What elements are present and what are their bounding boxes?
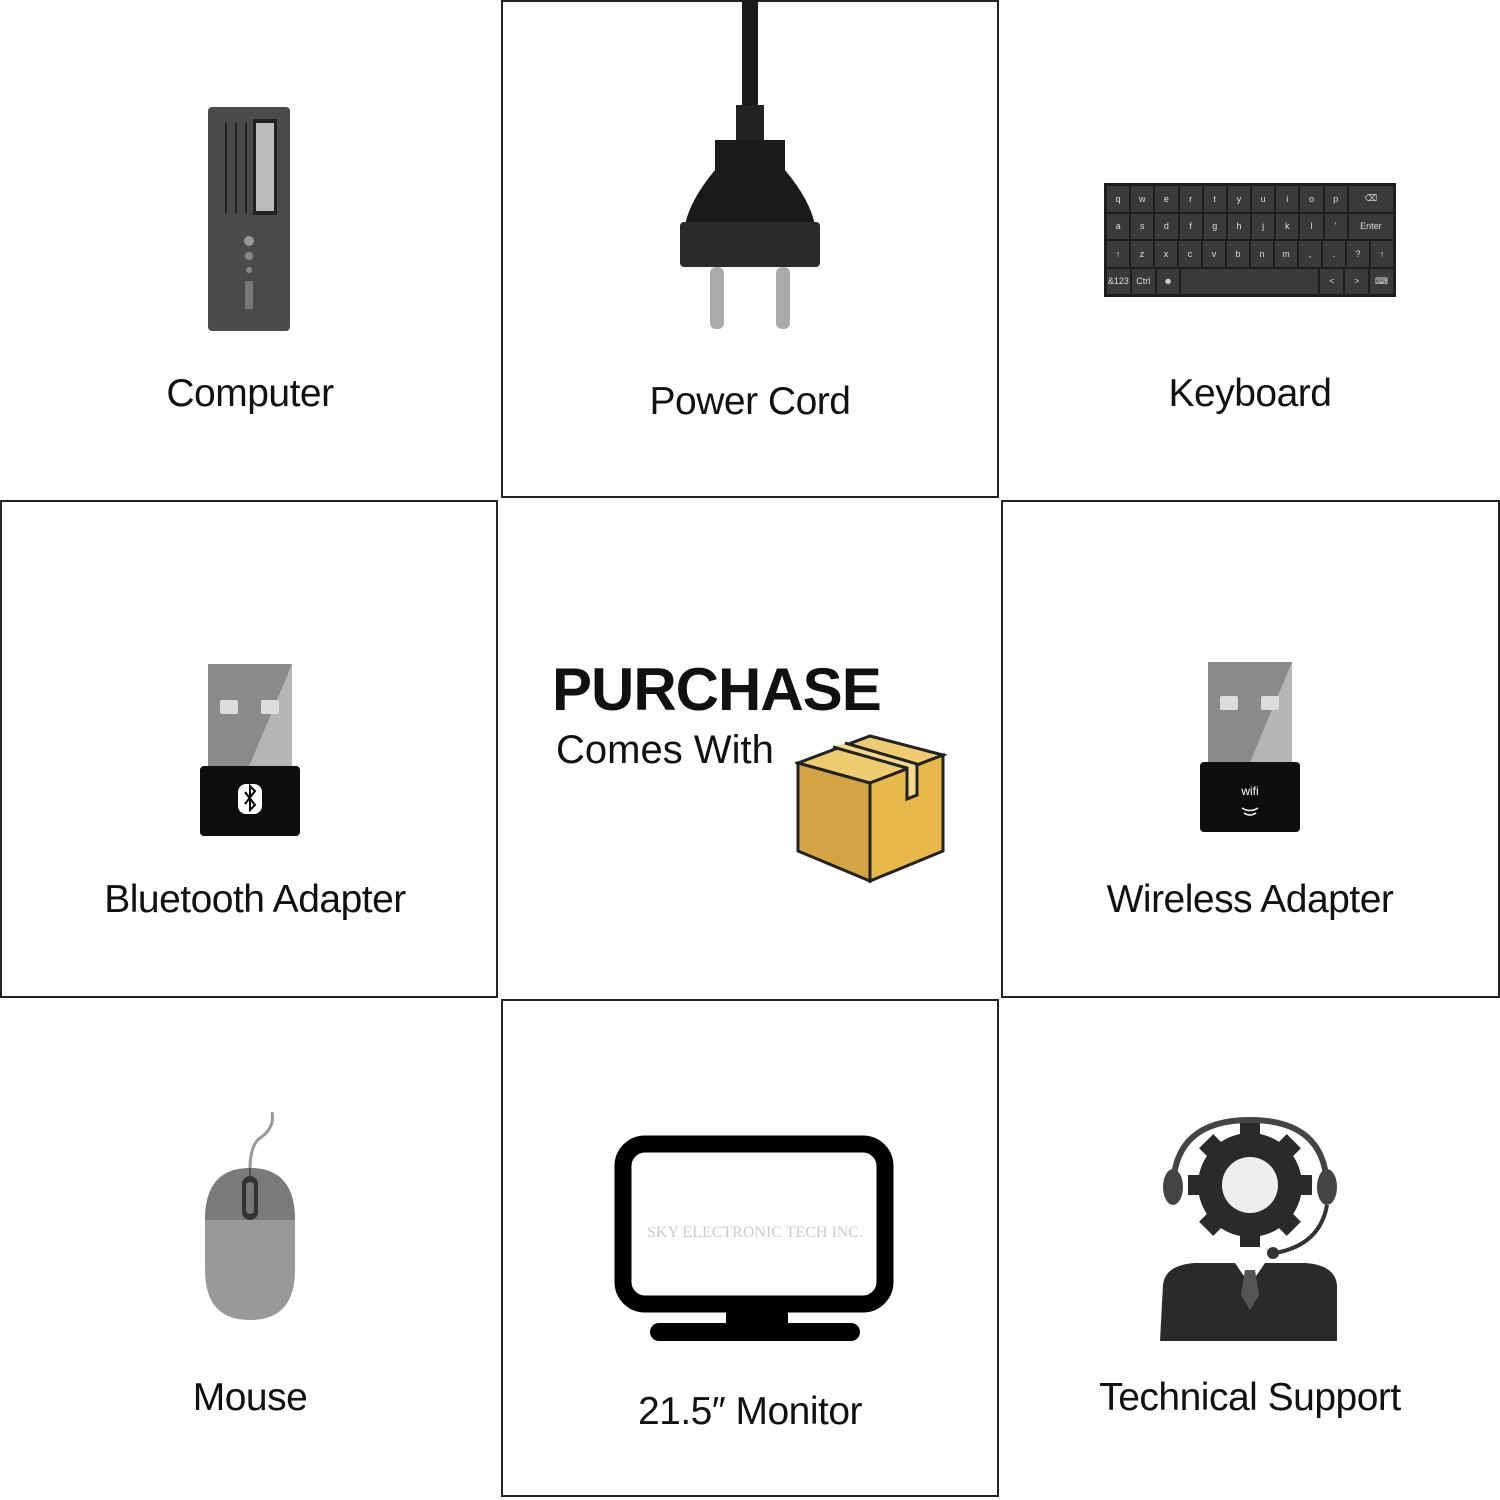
keyboard-key: d xyxy=(1155,213,1178,239)
cell-bluetooth xyxy=(0,500,498,998)
label-wireless: Wireless Adapter xyxy=(1106,878,1394,921)
keyboard-key: a xyxy=(1107,213,1130,239)
cell-wireless xyxy=(1001,500,1500,998)
mouse-icon xyxy=(205,1111,295,1320)
keyboard-key: ↑ xyxy=(1107,241,1129,267)
keyboard-key: b xyxy=(1227,241,1249,267)
label-bluetooth: Bluetooth Adapter xyxy=(104,878,406,921)
keyboard-key: Enter xyxy=(1348,213,1394,239)
keyboard-key: s xyxy=(1131,213,1154,239)
keyboard-key: v xyxy=(1203,241,1225,267)
keyboard-key: l xyxy=(1300,213,1323,239)
label-monitor: 21.5″ Monitor xyxy=(637,1390,863,1433)
keyboard-key: k xyxy=(1276,213,1299,239)
keyboard-key: ☻ xyxy=(1156,268,1180,294)
keyboard-key: < xyxy=(1320,268,1344,294)
label-support: Technical Support xyxy=(1099,1376,1401,1419)
keyboard-key: Ctrl xyxy=(1131,268,1155,294)
keyboard-key: &123 xyxy=(1107,268,1130,294)
monitor-icon xyxy=(614,1135,894,1341)
label-keyboard: Keyboard xyxy=(1168,372,1332,415)
keyboard-key: i xyxy=(1276,186,1299,212)
keyboard-key: ⌫ xyxy=(1348,186,1394,212)
cell-monitor xyxy=(501,999,999,1497)
keyboard-key xyxy=(1181,268,1319,294)
keyboard-key: y xyxy=(1227,186,1251,212)
label-computer: Computer xyxy=(166,372,334,415)
keyboard-key: o xyxy=(1300,186,1323,212)
power-plug-icon xyxy=(680,0,820,329)
keyboard-key: f xyxy=(1179,213,1202,239)
keyboard-key: q xyxy=(1107,186,1130,212)
keyboard-key: ' xyxy=(1324,213,1347,239)
bluetooth-adapter-icon xyxy=(200,664,300,836)
wifi-label: wifi xyxy=(1241,784,1259,798)
keyboard-key: h xyxy=(1227,213,1251,239)
keyboard-key: n xyxy=(1251,241,1273,267)
keyboard-key: ↑ xyxy=(1371,241,1393,267)
purchase-heading: PURCHASE xyxy=(552,656,882,723)
comes-with-text: Comes With xyxy=(556,728,774,772)
package-box-icon xyxy=(795,734,947,884)
keyboard-key: p xyxy=(1324,186,1347,212)
keyboard-key: r xyxy=(1179,186,1202,212)
keyboard-key: e xyxy=(1155,186,1178,212)
keyboard-key: w xyxy=(1131,186,1154,212)
keyboard-key: c xyxy=(1179,241,1201,267)
wifi-adapter-icon xyxy=(1200,662,1300,832)
keyboard-key: ⌨ xyxy=(1370,268,1393,294)
keyboard-key: u xyxy=(1252,186,1275,212)
label-power-cord: Power Cord xyxy=(649,380,851,423)
keyboard-key: j xyxy=(1252,213,1275,239)
keyboard-key: t xyxy=(1203,186,1226,212)
computer-tower-icon xyxy=(208,107,290,331)
keyboard-key: z xyxy=(1131,241,1153,267)
keyboard-key: , xyxy=(1299,241,1321,267)
keyboard-key: . xyxy=(1323,241,1345,267)
keyboard-key: m xyxy=(1275,241,1297,267)
label-mouse: Mouse xyxy=(192,1376,308,1419)
monitor-watermark: SKY ELECTRONIC TECH INC. xyxy=(647,1224,863,1241)
keyboard-key: ? xyxy=(1347,241,1369,267)
keyboard-key: g xyxy=(1203,213,1226,239)
technical-support-icon xyxy=(1160,1116,1337,1341)
keyboard-key: > xyxy=(1345,268,1369,294)
keyboard-key: x xyxy=(1155,241,1177,267)
